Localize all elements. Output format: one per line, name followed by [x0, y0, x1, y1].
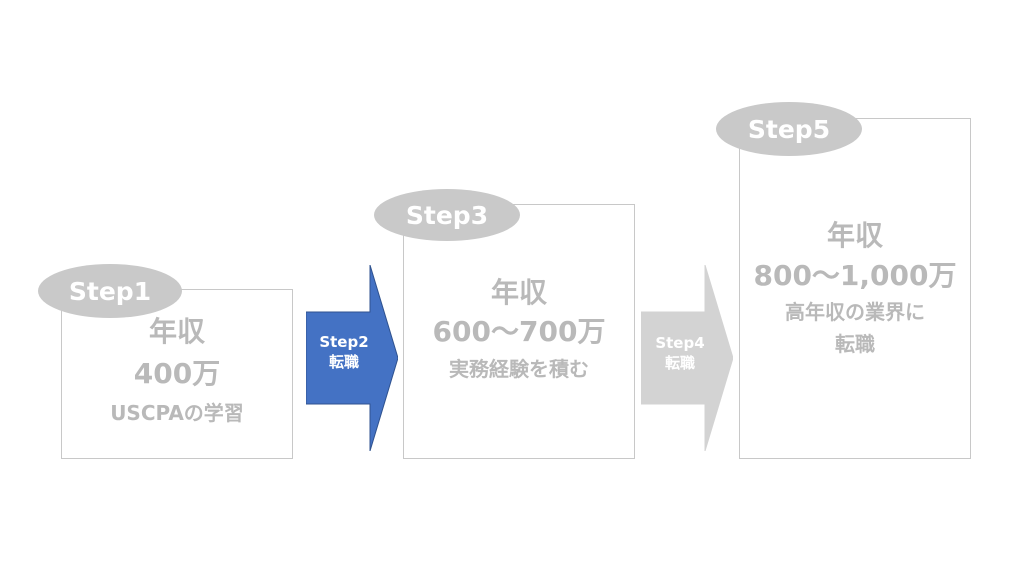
step3-badge: Step3 — [374, 189, 520, 241]
step5-description-line1: 高年収の業界に — [785, 300, 925, 324]
step4-arrow — [641, 265, 733, 451]
step3-description: 実務経験を積む — [449, 357, 589, 381]
step3-box — [403, 204, 635, 459]
step4-action-text: 転職 — [664, 354, 695, 373]
step5-salary: 800～1,000万 — [753, 259, 957, 292]
step1-title: 年収 — [148, 315, 205, 348]
step2-action-text: 転職 — [328, 353, 359, 372]
step5-title: 年収 — [826, 219, 883, 252]
step4-step-text: Step4 — [655, 334, 705, 352]
step2-step-text: Step2 — [319, 333, 369, 351]
step3-salary: 600～700万 — [432, 315, 606, 348]
step5-description-line2: 転職 — [835, 332, 875, 356]
step5-badge: Step5 — [716, 102, 862, 156]
step1-description: USCPAの学習 — [110, 401, 244, 425]
step4-label: Step4 転職 — [641, 333, 719, 374]
step1-salary: 400万 — [133, 357, 221, 390]
step2-arrow — [306, 265, 398, 451]
step2-label: Step2 転職 — [306, 332, 382, 373]
step5-box — [739, 118, 971, 459]
step1-badge: Step1 — [38, 264, 182, 318]
step3-title: 年収 — [490, 276, 547, 309]
